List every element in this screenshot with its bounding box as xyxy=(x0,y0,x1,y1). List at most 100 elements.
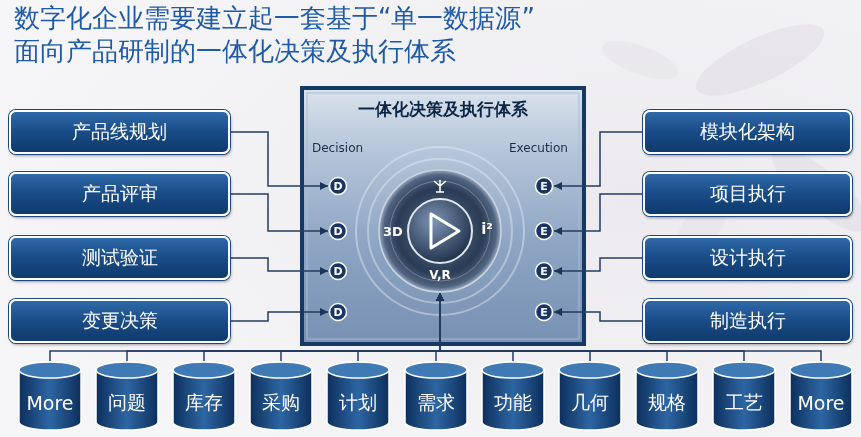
port-circle-shape xyxy=(330,178,347,195)
connector-arrow xyxy=(281,293,440,361)
text-holder: 项目执行 xyxy=(710,181,786,207)
port-circle: E xyxy=(534,261,554,281)
play-button xyxy=(408,199,472,263)
node-text: 需求 xyxy=(417,391,455,413)
node-text: 3D xyxy=(383,224,403,239)
cylinder-cap xyxy=(482,362,544,378)
connector-arrow xyxy=(554,312,643,321)
cylinder-cap xyxy=(173,362,235,378)
node-text: D xyxy=(333,265,342,278)
port-circle-shape xyxy=(536,263,553,280)
text-holder: D xyxy=(333,306,342,319)
dial-body xyxy=(379,170,501,292)
port-circle: D xyxy=(328,221,348,241)
process-box: 产品评审 xyxy=(9,172,230,216)
data-cylinder: 功能 xyxy=(481,361,545,431)
process-box: 模块化架构 xyxy=(643,110,852,154)
node-text: 制造执行 xyxy=(710,309,786,331)
connector-arrow xyxy=(554,258,643,271)
node-text: 计划 xyxy=(339,391,377,413)
cylinder-cap xyxy=(19,362,81,378)
node-text: V,R xyxy=(429,268,451,282)
data-cylinder: More xyxy=(18,361,82,431)
cylinder-body xyxy=(405,370,467,430)
node-text: 产品评审 xyxy=(82,182,158,204)
node-text: E xyxy=(540,265,548,278)
node-text: 产品线规划 xyxy=(72,120,167,142)
node-text: 变更决策 xyxy=(82,309,158,331)
data-cylinder: 计划 xyxy=(326,361,390,431)
label-text: Decision xyxy=(312,141,363,155)
node-text: E xyxy=(540,225,548,238)
cylinder-cap xyxy=(405,362,467,378)
node-text: D xyxy=(333,306,342,319)
cylinder-body xyxy=(482,370,544,430)
text-holder: 工艺 xyxy=(725,390,763,416)
node-text: 一体化决策及执行体系 xyxy=(358,99,528,119)
text-holder: D xyxy=(333,225,342,238)
panel-inner-line xyxy=(307,93,579,339)
port-circle-shape xyxy=(536,178,553,195)
data-cylinder: 需求 xyxy=(404,361,468,431)
text-holder: 产品评审 xyxy=(82,181,158,207)
cylinder-cap xyxy=(250,362,312,378)
connector-arrow xyxy=(554,194,643,231)
port-circle: D xyxy=(328,302,348,322)
cylinder-body xyxy=(636,370,698,430)
text-holder: 制造执行 xyxy=(710,308,786,334)
data-cylinder: 库存 xyxy=(172,361,236,431)
cylinder-cap xyxy=(636,362,698,378)
node-text: More xyxy=(797,392,844,414)
text-holder: 测试验证 xyxy=(82,245,158,271)
node-text: 问题 xyxy=(108,391,146,413)
text-holder: 规格 xyxy=(648,390,686,416)
node-text: 测试验证 xyxy=(82,246,158,268)
text-holder: i² xyxy=(481,220,493,238)
center-dial: 3D i² V,R xyxy=(378,169,502,293)
petal xyxy=(687,10,832,109)
port-circle-shape xyxy=(330,223,347,240)
node-text: 模块化架构 xyxy=(700,120,795,142)
port-circle-shape xyxy=(330,304,347,321)
node-text: E xyxy=(540,306,548,319)
process-box: 测试验证 xyxy=(9,236,230,280)
text-holder: 采购 xyxy=(262,390,300,416)
label-text: Execution xyxy=(509,141,568,155)
node-text: i² xyxy=(481,220,493,238)
title-text: 数字化企业需要建立起一套基于“单一数据源” 面向产品研制的一体化决策及执行体系 xyxy=(14,3,535,66)
text-holder: V,R xyxy=(429,268,451,282)
cylinder-cap xyxy=(790,362,852,378)
text-holder: More xyxy=(26,392,73,414)
panel-frame xyxy=(302,88,584,344)
petal xyxy=(598,33,683,87)
text-holder: E xyxy=(540,225,548,238)
text-holder: D xyxy=(333,265,342,278)
port-circle: E xyxy=(534,221,554,241)
cylinder-body xyxy=(19,370,81,430)
cylinder-cap xyxy=(327,362,389,378)
text-holder: 计划 xyxy=(339,390,377,416)
text-holder: More xyxy=(797,392,844,414)
compass-icon xyxy=(434,180,446,192)
port-circle: D xyxy=(328,176,348,196)
node-text: E xyxy=(540,180,548,193)
node-text: 库存 xyxy=(185,391,223,413)
connector-arrow xyxy=(554,132,643,186)
cylinder-body xyxy=(173,370,235,430)
cylinder-cap xyxy=(559,362,621,378)
node-text: 项目执行 xyxy=(710,182,786,204)
connector-arrow xyxy=(230,312,328,321)
connector-arrow xyxy=(230,132,328,186)
port-circle-shape xyxy=(536,223,553,240)
dial-ring xyxy=(390,181,490,281)
port-circle: E xyxy=(534,176,554,196)
connector-arrow xyxy=(204,293,440,361)
text-holder: 产品线规划 xyxy=(72,119,167,145)
process-box: 制造执行 xyxy=(643,299,852,343)
flower-decoration xyxy=(598,10,861,286)
port-circle: D xyxy=(328,261,348,281)
text-holder: 模块化架构 xyxy=(700,119,795,145)
text-holder: E xyxy=(540,265,548,278)
connector-arrow xyxy=(230,194,328,231)
